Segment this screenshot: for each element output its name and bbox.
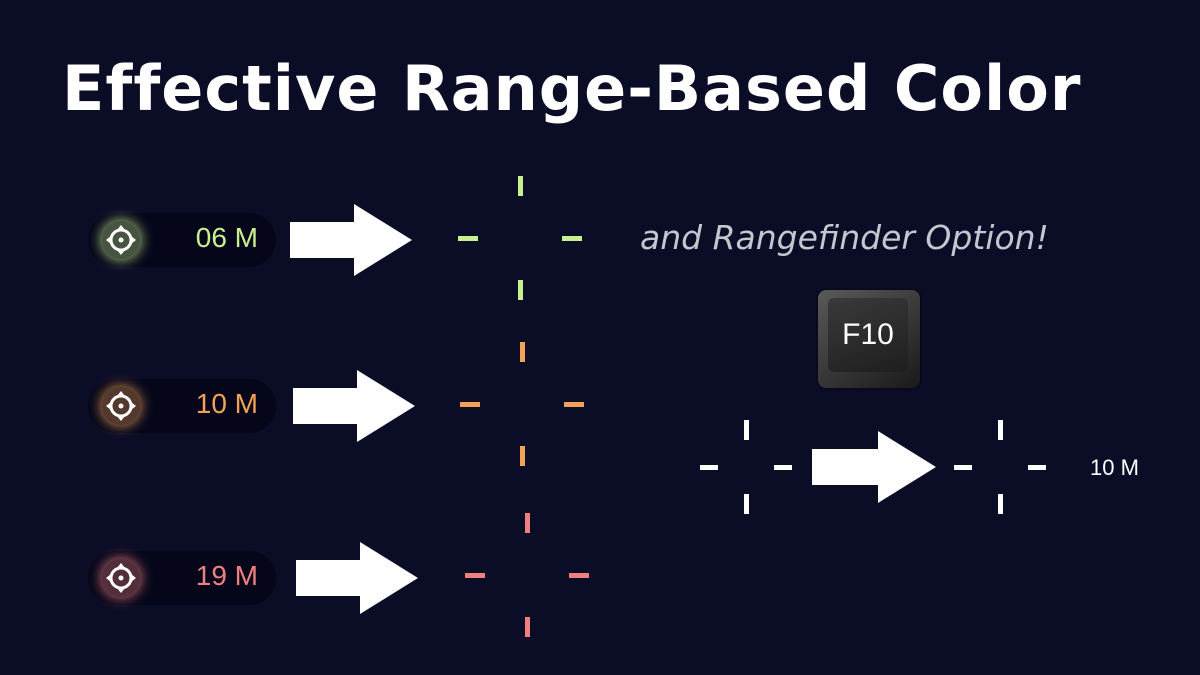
crosshair-tick-left [465, 572, 485, 578]
crosshair-tick-top [524, 513, 530, 533]
crosshair-tick-bottom [743, 494, 749, 514]
range-indicator: 19 M [88, 551, 276, 605]
crosshair-target-icon [102, 559, 140, 597]
crosshair-tick-right [1028, 464, 1046, 470]
range-indicator: 10 M [88, 379, 276, 433]
crosshair-tick-left [460, 401, 480, 407]
range-value: 10 M [195, 388, 258, 419]
f10-key-label: F10 [828, 298, 908, 372]
crosshair-tick-bottom [524, 617, 530, 637]
crosshair-target-icon [102, 387, 140, 425]
crosshair-tick-top [519, 342, 525, 362]
crosshair-tick-right [564, 401, 584, 407]
arrow-right-icon [296, 542, 418, 618]
crosshair-tick-bottom [517, 280, 523, 300]
crosshair-tick-right [774, 464, 792, 470]
crosshair-tick-left [954, 464, 972, 470]
crosshair-tick-top [517, 176, 523, 196]
crosshair-tick-bottom [519, 446, 525, 466]
arrow-right-icon [812, 431, 936, 507]
title: Effective Range-Based Color [62, 52, 1082, 125]
crosshair-tick-left [700, 464, 718, 470]
range-value: 19 M [195, 560, 258, 591]
f10-key: F10 [818, 290, 920, 388]
crosshair-tick-left [458, 235, 478, 241]
crosshair-tick-right [562, 235, 582, 241]
crosshair-target-icon [102, 221, 140, 259]
arrow-right-icon [290, 204, 412, 280]
crosshair-tick-bottom [997, 494, 1003, 514]
subtitle: and Rangefinder Option! [640, 218, 1049, 257]
rangefinder-readout: 10 M [1090, 455, 1139, 480]
crosshair-tick-top [997, 420, 1003, 440]
range-value: 06 M [195, 222, 258, 253]
arrow-right-icon [293, 370, 415, 446]
crosshair-tick-right [569, 572, 589, 578]
range-indicator: 06 M [88, 213, 276, 267]
crosshair-tick-top [743, 420, 749, 440]
